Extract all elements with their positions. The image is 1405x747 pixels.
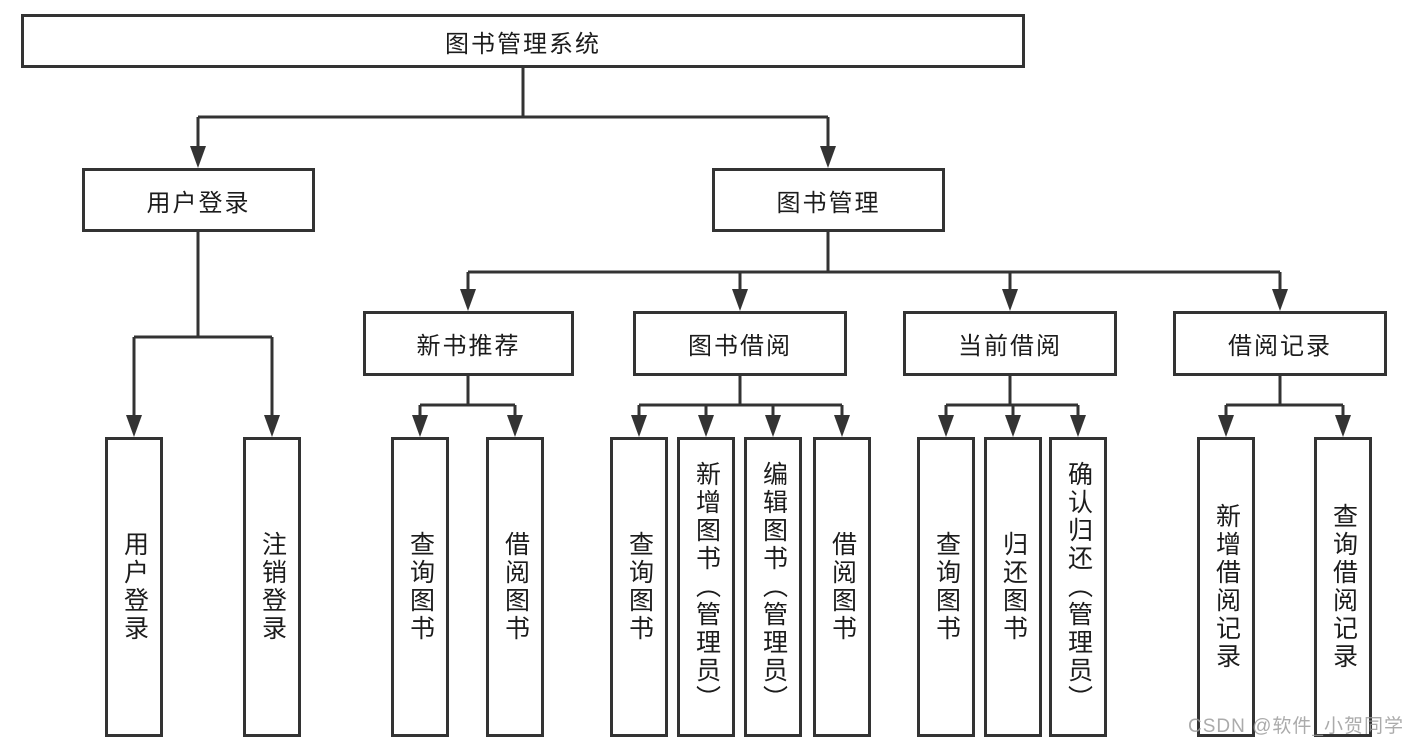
arrowhead — [631, 415, 647, 437]
arrowhead — [1002, 289, 1018, 311]
arrowhead — [820, 146, 836, 168]
node-book-borrowing: 图书借阅 — [633, 311, 847, 376]
leaf-borrowing-query-books: 查询图书 — [610, 437, 668, 737]
leaf-records-add-borrow-record: 新增借阅记录 — [1197, 437, 1255, 737]
arrowhead — [765, 415, 781, 437]
node-library-management-system: 图书管理系统 — [21, 14, 1025, 68]
leaf-recommend-query-books: 查询图书 — [391, 437, 449, 737]
arrowhead — [732, 289, 748, 311]
arrowhead — [1272, 289, 1288, 311]
leaf-current-confirm-return-admin: 确认归还（管理员） — [1049, 437, 1107, 737]
node-current-borrowing: 当前借阅 — [903, 311, 1117, 376]
leaf-logout: 注销登录 — [243, 437, 301, 737]
arrowheads — [126, 146, 1351, 437]
leaf-borrowing-borrow-books: 借阅图书 — [813, 437, 871, 737]
arrowhead — [938, 415, 954, 437]
connector-path — [132, 68, 1345, 420]
arrowhead — [1070, 415, 1086, 437]
arrowhead — [190, 146, 206, 168]
node-user-login: 用户登录 — [82, 168, 315, 232]
node-book-management: 图书管理 — [712, 168, 945, 232]
arrowhead — [834, 415, 850, 437]
arrowhead — [1335, 415, 1351, 437]
arrowhead — [1005, 415, 1021, 437]
arrowhead — [264, 415, 280, 437]
node-new-book-recommend: 新书推荐 — [363, 311, 574, 376]
arrowhead — [460, 289, 476, 311]
arrowhead — [507, 415, 523, 437]
node-borrow-records: 借阅记录 — [1173, 311, 1387, 376]
arrowhead — [412, 415, 428, 437]
arrowhead — [126, 415, 142, 437]
leaf-records-query-borrow-record: 查询借阅记录 — [1314, 437, 1372, 737]
leaf-recommend-borrow-books: 借阅图书 — [486, 437, 544, 737]
arrowhead — [1218, 415, 1234, 437]
leaf-current-query-books: 查询图书 — [917, 437, 975, 737]
csdn-watermark: CSDN @软件_小贺同学 — [1188, 716, 1404, 737]
leaf-borrowing-edit-books-admin: 编辑图书（管理员） — [744, 437, 802, 737]
arrowhead — [698, 415, 714, 437]
leaf-user-login: 用户登录 — [105, 437, 163, 737]
leaf-current-return-books: 归还图书 — [984, 437, 1042, 737]
leaf-borrowing-add-books-admin: 新增图书（管理员） — [677, 437, 735, 737]
